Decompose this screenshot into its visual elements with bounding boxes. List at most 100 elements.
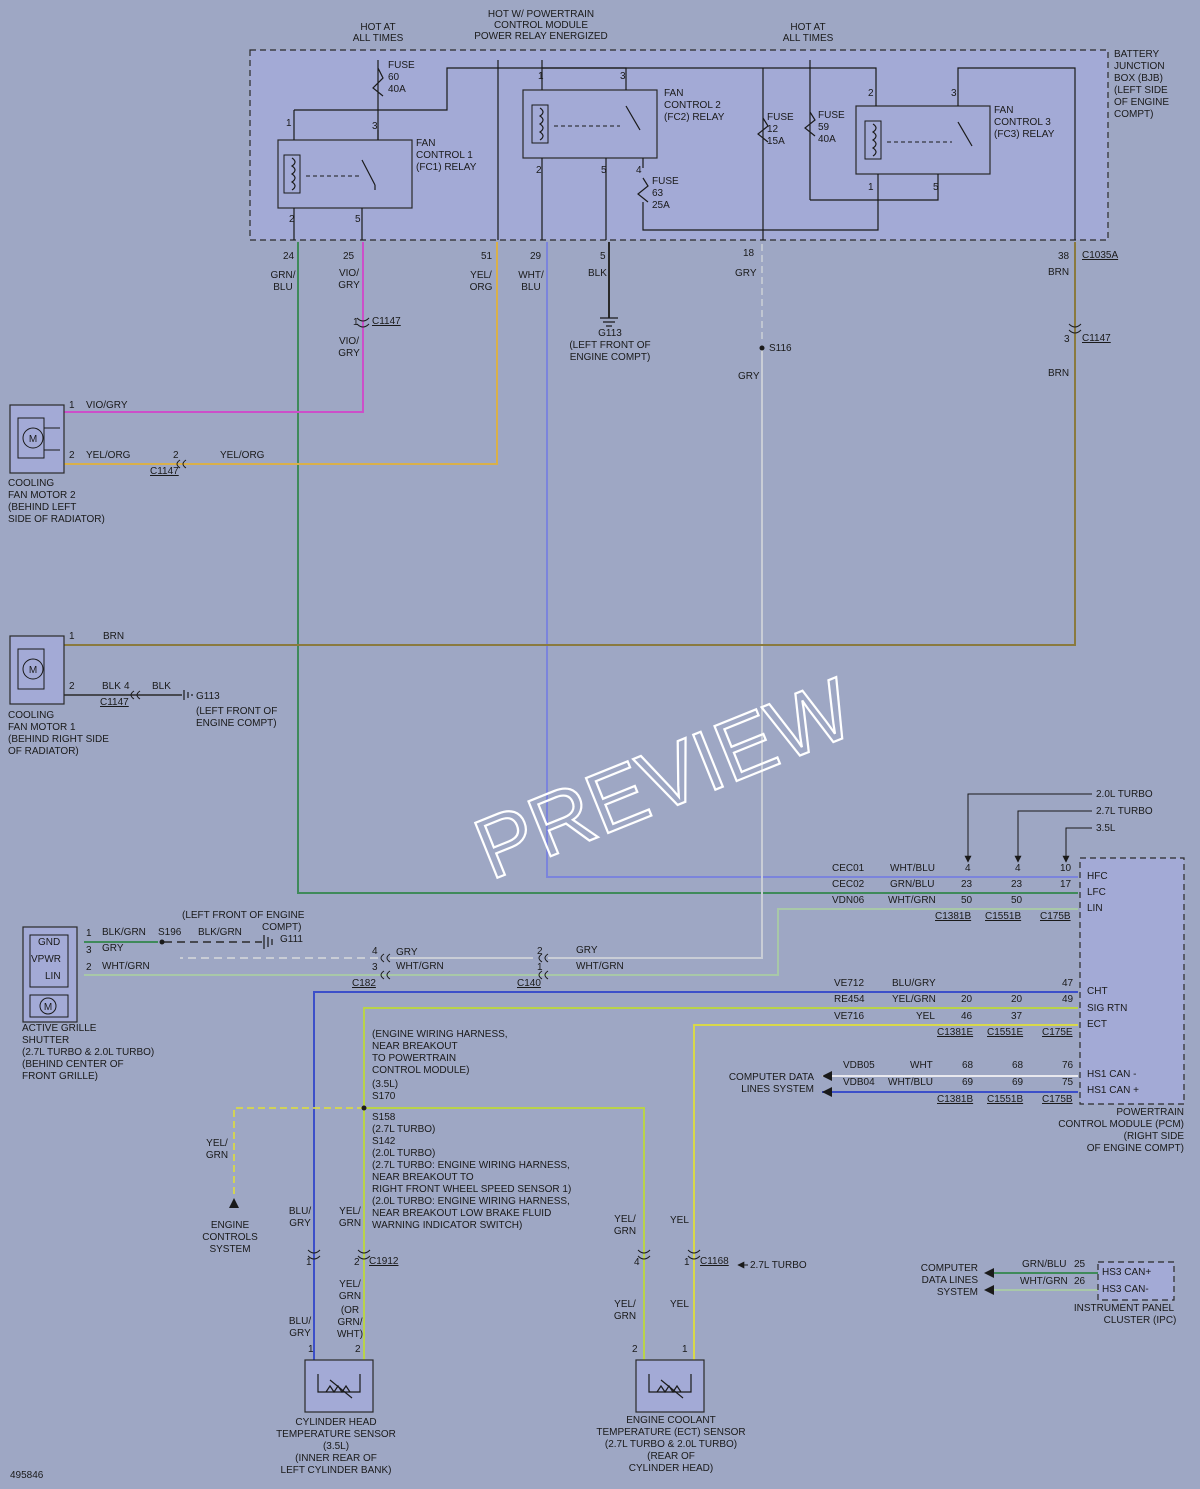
wire-blu-gry — [313, 991, 1078, 1362]
label-blk-motor1-b: BLK — [152, 681, 171, 692]
fc2-pin-4: 4 — [636, 165, 642, 176]
fc3-relay-box — [855, 105, 991, 175]
pcm-row-ve712: VE712 BLU/GRY 47 — [834, 978, 1074, 989]
turbo-27-c1168: 2.7L TURBO — [750, 1260, 807, 1271]
c1147-pin-1: 1 — [353, 317, 359, 328]
label-brn-inline: BRN — [103, 631, 124, 642]
svg-text:RE454: RE454 — [834, 994, 865, 1005]
fc3-pin-5: 5 — [933, 182, 939, 193]
fc1-pin-3: 3 — [372, 121, 378, 132]
wire-wht-grn — [84, 908, 1078, 976]
pcm-conn-can-a: C1381B — [937, 1094, 973, 1105]
grille-conn-pin-1: 1 — [86, 928, 92, 939]
label-wht-blu-top: WHT/BLU — [518, 270, 544, 293]
label-yel-org-inline-a: YEL/ORG — [86, 450, 131, 461]
cooling-fan-motor-2: M — [9, 404, 65, 474]
fc2-relay-box — [522, 89, 658, 159]
svg-text:YEL: YEL — [916, 1011, 935, 1022]
pcm-pin-lin: LIN — [1087, 903, 1103, 914]
c140-pin-2: 2 — [537, 946, 543, 957]
fc2-coil — [531, 104, 641, 144]
pcm-data-arrows — [822, 1071, 832, 1097]
label-gry-grille: GRY — [102, 943, 124, 954]
c182-label: C182 — [352, 978, 376, 989]
svg-text:WHT: WHT — [910, 1060, 933, 1071]
svg-text:68: 68 — [1012, 1060, 1024, 1071]
wire-blk-g113 — [600, 242, 618, 327]
c1147-label-motor1: C1147 — [100, 697, 129, 708]
wire-can — [822, 1075, 1098, 1291]
fc1-relay-box — [277, 139, 413, 209]
pcm-conn-mid-b: C1551E — [987, 1027, 1023, 1038]
connector-marks — [130, 317, 1082, 1260]
battery-junction-box — [249, 49, 1109, 241]
label-blk-top: BLK — [588, 268, 607, 279]
svg-text:WHT/BLU: WHT/BLU — [890, 863, 935, 874]
ipc-row-grn-blu-pin: 25 — [1074, 1259, 1086, 1270]
svg-text:VE712: VE712 — [834, 978, 864, 989]
pcm-conn-can-c: C175B — [1042, 1094, 1073, 1105]
pcm-pin-ect: ECT — [1087, 1019, 1107, 1030]
label-yel-org-inline-b: YEL/ORG — [220, 450, 265, 461]
label-blk-grn-a: BLK/GRN — [102, 927, 146, 938]
ipc-row-grn-blu-color: GRN/BLU — [1022, 1259, 1066, 1270]
pcm-pin-lfc: LFC — [1087, 887, 1106, 898]
document-id: 495846 — [10, 1470, 44, 1481]
c140-pin-1: 1 — [537, 962, 543, 973]
wire-blk-grn — [84, 935, 273, 949]
label-blk-grn-b: BLK/GRN — [198, 927, 242, 938]
pcm-conn-top-c: C175B — [1040, 911, 1071, 922]
grille-conn-pin-3: 3 — [86, 945, 92, 956]
active-grille-shutter: M — [22, 926, 78, 1023]
label-blk-motor1-a: BLK — [102, 681, 121, 692]
fc3-pin-1: 1 — [868, 182, 874, 193]
pcm-conn-top-a: C1381B — [935, 911, 971, 922]
cylinder-head-temp-sensor — [304, 1359, 374, 1413]
wire-vio-gry — [64, 242, 364, 413]
svg-text:CEC01: CEC01 — [832, 863, 865, 874]
svg-text:10: 10 — [1060, 863, 1072, 874]
ipc-row-wht-grn-pin: 26 — [1074, 1276, 1086, 1287]
pcm-pin-sig-rtn: SIG RTN — [1087, 1003, 1127, 1014]
ect-pin-2: 2 — [632, 1344, 638, 1355]
pcm-pin-hs1-can-plus: HS1 CAN + — [1087, 1085, 1139, 1096]
grille-pin-gnd: GND — [38, 937, 60, 948]
svg-text:47: 47 — [1062, 978, 1074, 989]
label-yel-a: YEL — [670, 1215, 689, 1226]
pcm-conn-can-b: C1551B — [987, 1094, 1023, 1105]
bjb-pin-18: 18 — [743, 248, 755, 259]
cht-pin-1: 1 — [308, 1344, 314, 1355]
fc1-pin-1: 1 — [286, 118, 292, 129]
svg-text:WHT/GRN: WHT/GRN — [888, 895, 936, 906]
label-gry-top: GRY — [735, 268, 757, 279]
label-wht-grn-c140: WHT/GRN — [576, 961, 624, 972]
ect-pin-1: 1 — [682, 1344, 688, 1355]
wire-gry — [180, 244, 763, 959]
motor-1-pin-2: 2 — [69, 681, 75, 692]
motor-1-pin-1: 1 — [69, 631, 75, 642]
c1168-label: C1168 — [700, 1256, 729, 1267]
label-yel-grn-a: YEL/GRN — [339, 1206, 361, 1229]
label-gry-mid: GRY — [738, 371, 760, 382]
c140-label: C140 — [517, 978, 541, 989]
svg-text:VE716: VE716 — [834, 1011, 864, 1022]
svg-text:BLU/GRY: BLU/GRY — [892, 978, 936, 989]
pcm-module — [1079, 857, 1185, 1105]
c1147-label-left: C1147 — [150, 466, 179, 477]
